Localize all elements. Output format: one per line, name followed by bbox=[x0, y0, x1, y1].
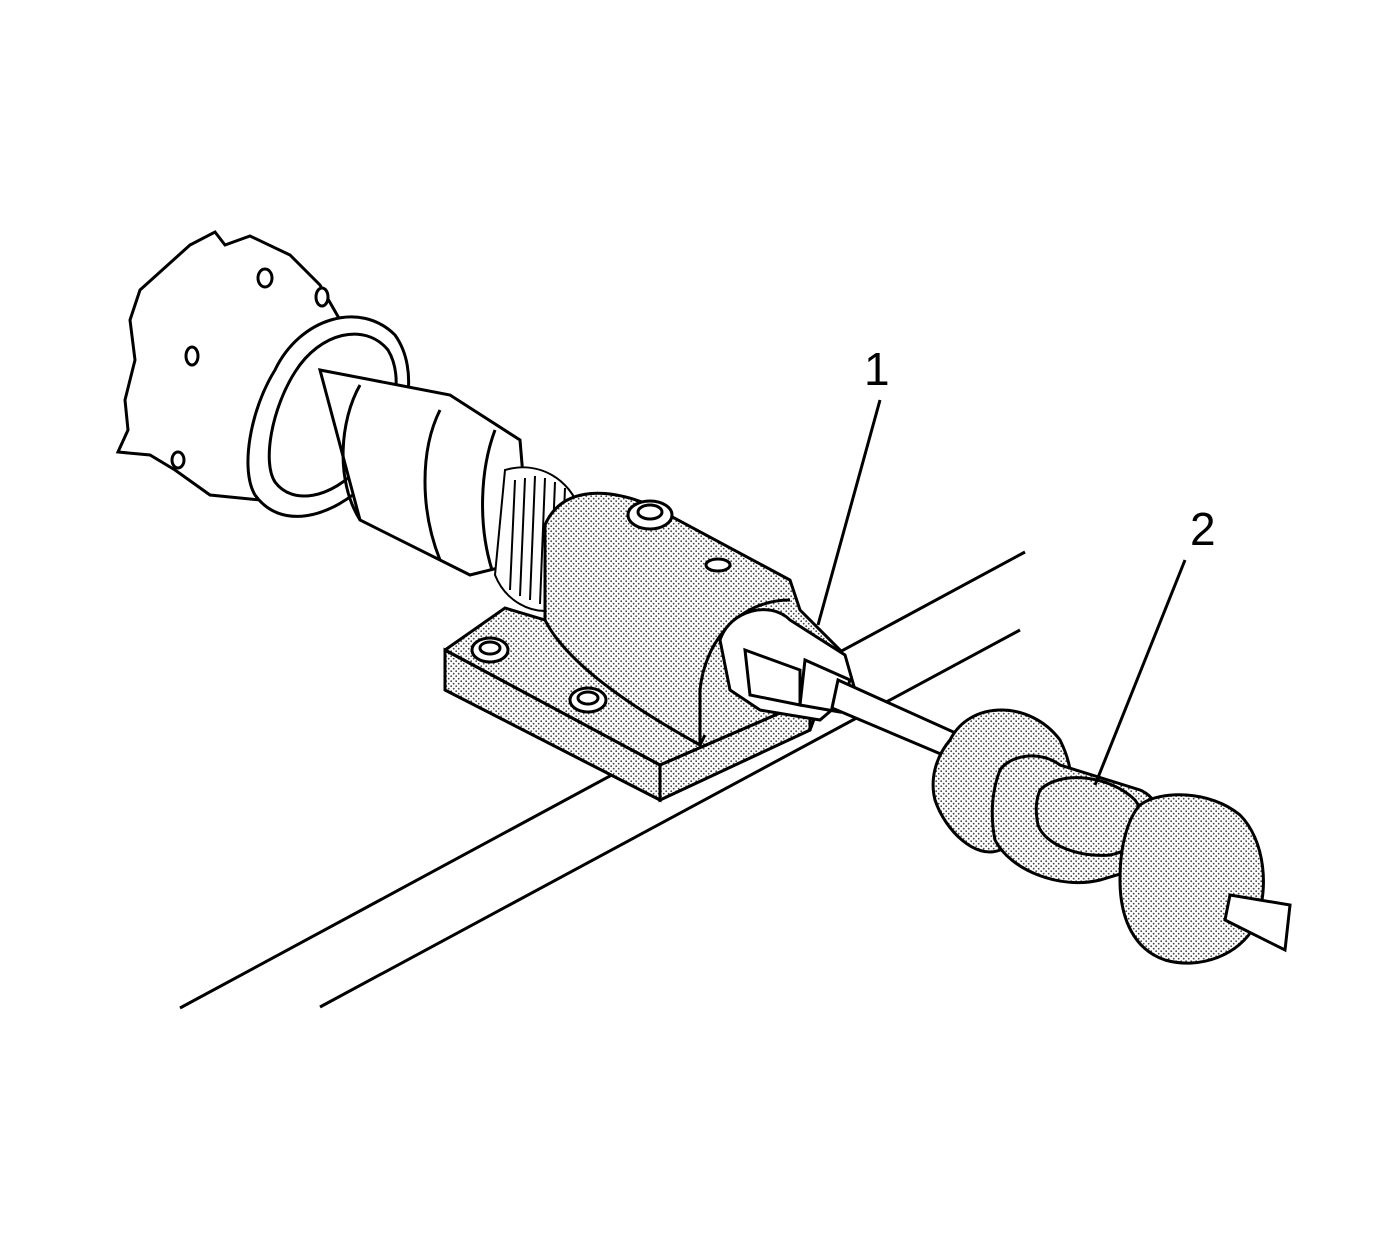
slide-hammer-weight bbox=[931, 708, 1292, 965]
workbench-edge bbox=[179, 550, 1026, 1010]
leader-lines bbox=[816, 399, 1187, 786]
fixture-bolts bbox=[470, 499, 732, 714]
holding-fixture bbox=[443, 491, 842, 803]
leader-line-1 bbox=[816, 399, 882, 626]
callout-2: 2 bbox=[1190, 503, 1216, 555]
leader-line-2 bbox=[1093, 559, 1187, 786]
callout-1: 1 bbox=[864, 343, 890, 395]
